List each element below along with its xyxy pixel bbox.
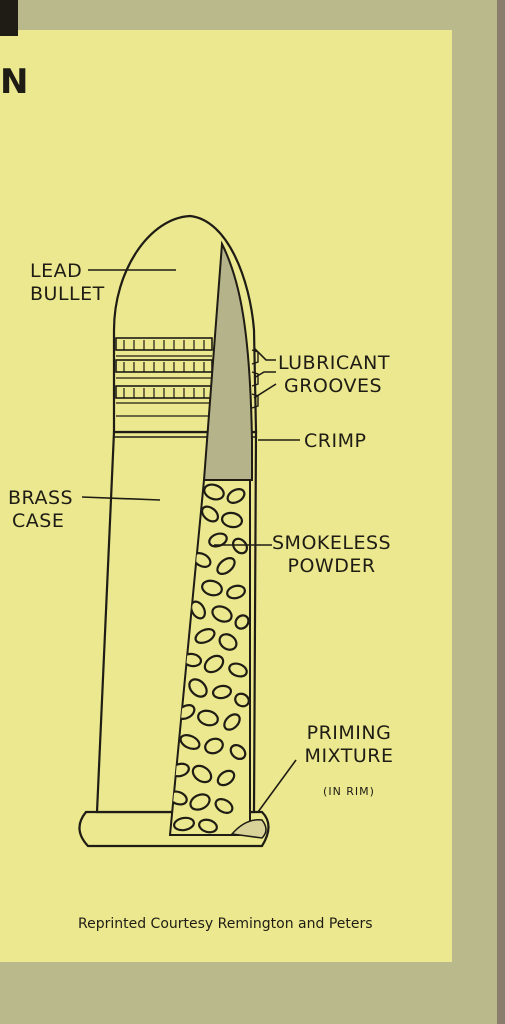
credit-line: Reprinted Courtesy Remington and Peters [78, 916, 373, 932]
lubricant-grooves-label-line2: GROOVES [284, 375, 383, 397]
smokeless-powder-label-line2: POWDER [287, 555, 376, 577]
leader-lines [81, 269, 300, 813]
lead-bullet-label-line2: BULLET [30, 283, 105, 305]
smokeless-powder-label-line1: SMOKELESS [272, 532, 392, 554]
brass-case-label-line1: BRASS [8, 487, 74, 509]
priming-mixture-label-line2: MIXTURE [304, 745, 394, 767]
priming-mixture-label-line1: PRIMING [306, 722, 392, 744]
title-fragment: N [0, 62, 30, 102]
smokeless-powder-label: SMOKELESS POWDER [272, 532, 391, 578]
lead-bullet-label-line1: LEAD [30, 260, 83, 282]
header-block [0, 0, 18, 36]
bullet-cutaway [202, 240, 253, 481]
lead-bullet-label: LEAD BULLET [30, 260, 105, 306]
priming-mixture-label: PRIMING MIXTURE [294, 722, 404, 768]
priming-mixture-shape [230, 819, 267, 839]
lubricant-grooves-label: LUBRICANT GROOVES [278, 352, 390, 398]
lubricant-grooves-label-line1: LUBRICANT [278, 352, 390, 374]
crimp-label: CRIMP [304, 430, 367, 452]
priming-note-label: (IN RIM) [323, 785, 375, 798]
brass-case-label-line2: CASE [12, 510, 65, 532]
brass-case-label: BRASS CASE [8, 487, 73, 533]
